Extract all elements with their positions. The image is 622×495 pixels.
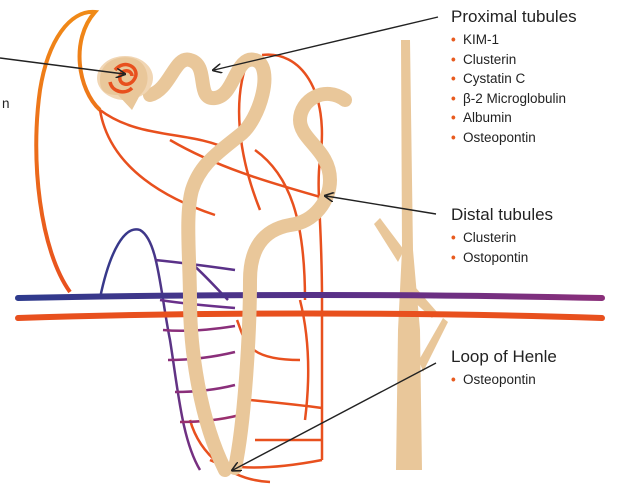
bullet-icon: • — [451, 228, 463, 248]
clipped-label-fragment: n — [2, 96, 10, 111]
collecting-duct — [374, 40, 448, 470]
bullet-icon: • — [451, 50, 463, 70]
loop-of-henle-heading: Loop of Henle — [451, 346, 557, 368]
bullet-icon: • — [451, 370, 463, 390]
distal-tubules-list: •Clusterin •Ostopontin — [451, 228, 553, 267]
glomerulus — [97, 56, 153, 110]
list-item: •Osteopontin — [451, 370, 557, 390]
proximal-tubules-label: Proximal tubules •KIM-1 •Clusterin •Cyst… — [451, 6, 577, 147]
distal-tubules-heading: Distal tubules — [451, 204, 553, 226]
bullet-icon: • — [451, 30, 463, 50]
distal-tubules-label: Distal tubules •Clusterin •Ostopontin — [451, 204, 553, 267]
bullet-icon: • — [451, 69, 463, 89]
list-item: •Osteopontin — [451, 128, 577, 148]
list-item: •Albumin — [451, 108, 577, 128]
loop-of-henle-label: Loop of Henle •Osteopontin — [451, 346, 557, 390]
list-item: •Ostopontin — [451, 248, 553, 268]
efferent-arc-vessel — [36, 12, 100, 292]
arcuate-vessels — [18, 295, 602, 318]
proximal-tubules-heading: Proximal tubules — [451, 6, 577, 28]
list-item: •β-2 Microglobulin — [451, 89, 577, 109]
leader-lines — [0, 17, 438, 470]
proximal-tubules-list: •KIM-1 •Clusterin •Cystatin C •β-2 Micro… — [451, 30, 577, 147]
bullet-icon: • — [451, 108, 463, 128]
list-item: •Clusterin — [451, 50, 577, 70]
loop-of-henle-list: •Osteopontin — [451, 370, 557, 390]
bullet-icon: • — [451, 248, 463, 268]
bullet-icon: • — [451, 128, 463, 148]
list-item: •KIM-1 — [451, 30, 577, 50]
venous-network — [100, 229, 240, 470]
list-item: •Cystatin C — [451, 69, 577, 89]
list-item: •Clusterin — [451, 228, 553, 248]
bullet-icon: • — [451, 89, 463, 109]
